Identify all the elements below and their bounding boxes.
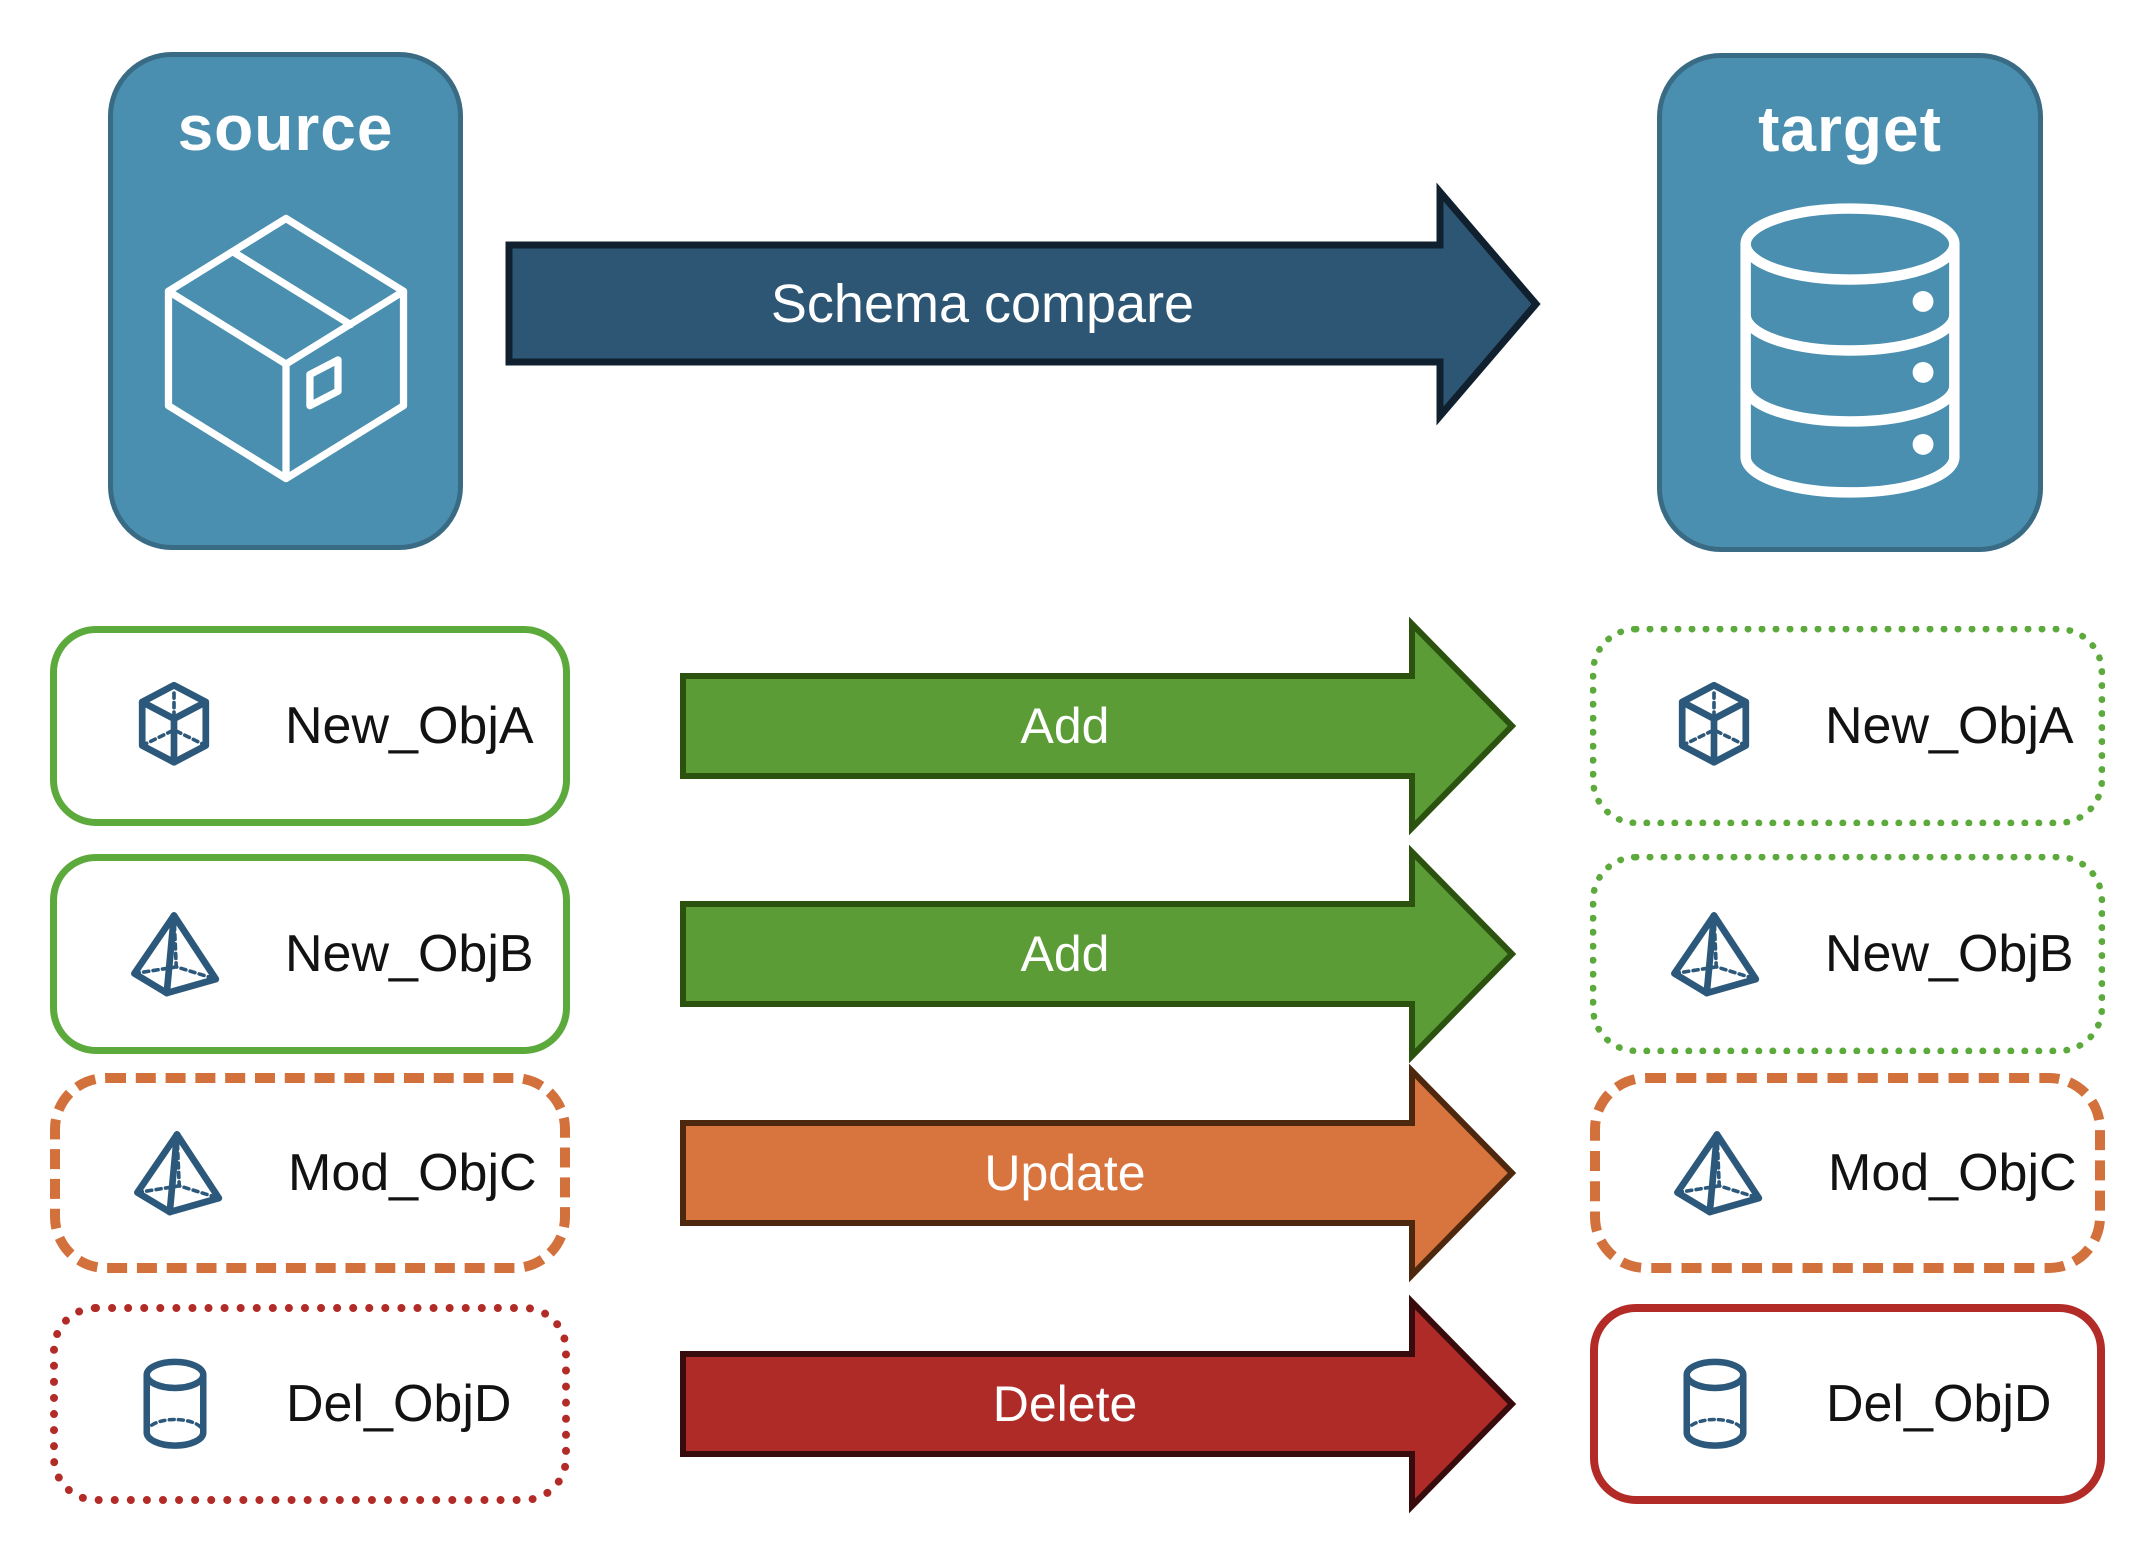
object-label: New_ObjB xyxy=(1825,925,2074,983)
target-node: target xyxy=(1657,53,2043,552)
cube-icon xyxy=(121,673,227,779)
target-object-box-del-objd: Del_ObjD xyxy=(1590,1304,2105,1504)
add-arrow-label: Add xyxy=(1020,698,1110,754)
object-label: Del_ObjD xyxy=(286,1375,512,1433)
cube-icon xyxy=(1661,673,1767,779)
target-object-box-new-obja: New_ObjA xyxy=(1590,626,2105,826)
source-object-box-mod-objc: Mod_ObjC xyxy=(50,1073,570,1273)
object-label: New_ObjA xyxy=(285,697,534,755)
object-label: Del_ObjD xyxy=(1826,1375,2052,1433)
update-arrow-label: Update xyxy=(984,1145,1146,1201)
source-object-box-new-objb: New_ObjB xyxy=(50,854,570,1054)
pyramid-icon xyxy=(124,1120,230,1226)
pyramid-icon xyxy=(1664,1120,1770,1226)
cylinder-icon xyxy=(1662,1351,1768,1457)
target-title: target xyxy=(1758,93,1942,165)
object-label: New_ObjB xyxy=(285,925,534,983)
database-icon xyxy=(1730,180,1970,521)
schema-compare-arrow: Schema compare xyxy=(505,182,1541,426)
source-title: source xyxy=(177,92,394,164)
add-arrow-label: Add xyxy=(1020,926,1110,982)
object-label: Mod_ObjC xyxy=(1828,1144,2077,1202)
cylinder-icon xyxy=(122,1351,228,1457)
target-object-box-mod-objc: Mod_ObjC xyxy=(1590,1073,2105,1273)
source-object-box-del-objd: Del_ObjD xyxy=(50,1304,570,1504)
add-arrow-row1: Add xyxy=(680,616,1517,836)
update-arrow-row3: Update xyxy=(680,1063,1517,1283)
package-icon xyxy=(156,179,416,519)
pyramid-icon xyxy=(1661,901,1767,1007)
object-label: Mod_ObjC xyxy=(288,1144,537,1202)
target-object-box-new-objb: New_ObjB xyxy=(1590,854,2105,1054)
source-object-box-new-obja: New_ObjA xyxy=(50,626,570,826)
schema-compare-label: Schema compare xyxy=(770,274,1195,334)
delete-arrow-row4: Delete xyxy=(680,1294,1517,1514)
source-node: source xyxy=(108,52,463,550)
delete-arrow-label: Delete xyxy=(992,1376,1138,1432)
object-label: New_ObjA xyxy=(1825,697,2074,755)
pyramid-icon xyxy=(121,901,227,1007)
add-arrow-row2: Add xyxy=(680,844,1517,1064)
